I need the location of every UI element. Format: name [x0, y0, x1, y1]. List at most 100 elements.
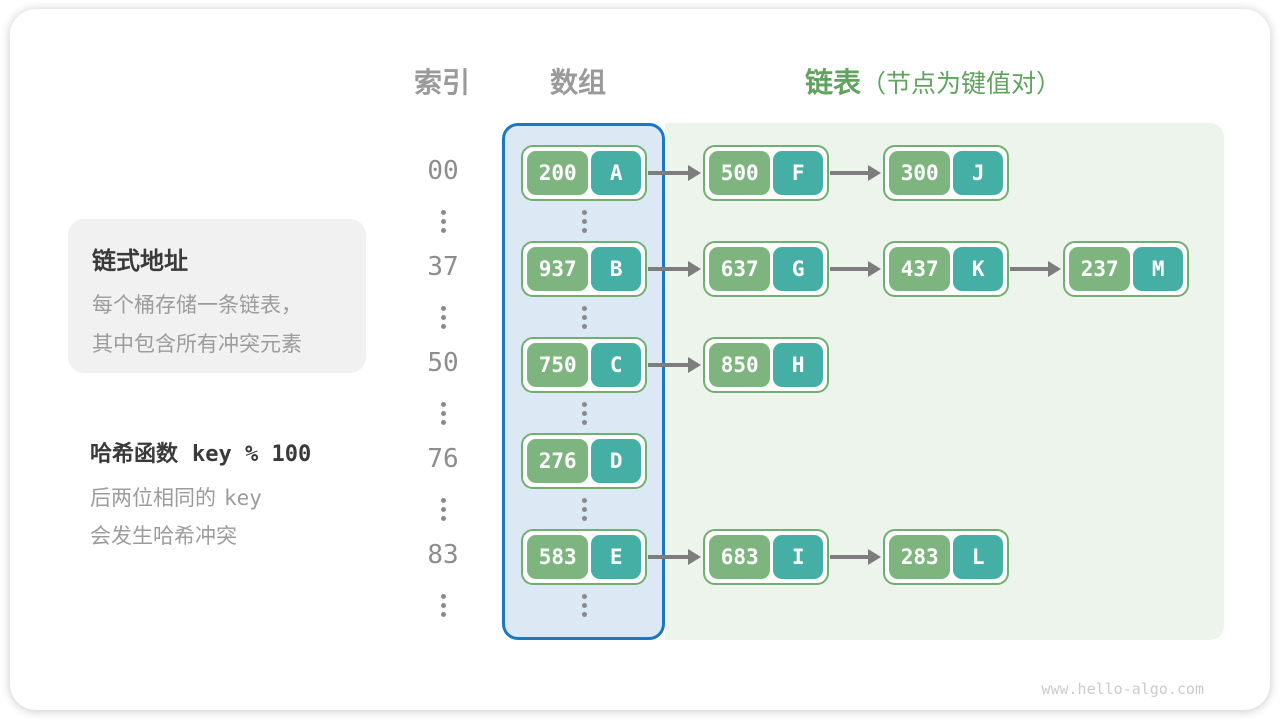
- node-value: E: [591, 535, 641, 579]
- ellipsis-icon: [440, 497, 446, 521]
- node-value: D: [591, 439, 641, 483]
- dot: [440, 419, 446, 425]
- arrow-head-icon: [688, 261, 701, 277]
- ellipsis-icon: [581, 209, 587, 233]
- chain-arrow: [648, 261, 701, 277]
- dot: [440, 209, 446, 215]
- node-key: 683: [709, 535, 771, 579]
- legend-title: 链式地址: [92, 247, 188, 275]
- dot: [440, 410, 446, 416]
- node-key: 276: [527, 439, 589, 483]
- ellipsis-icon: [581, 497, 587, 521]
- arrow-line: [648, 363, 688, 367]
- dot: [581, 410, 587, 416]
- dot: [581, 314, 587, 320]
- legend-description-line1: 每个桶存储一条链表，: [92, 293, 302, 317]
- ellipsis-icon: [440, 401, 446, 425]
- index-column-header: 索引: [413, 66, 470, 99]
- ellipsis-icon: [581, 593, 587, 617]
- watermark: www.hello-algo.com: [1041, 680, 1204, 698]
- node-key: 937: [527, 247, 589, 291]
- diagram-card: 索引 数组 链表（节点为键值对） 链式地址 每个桶存储一条链表， 其中包含所有冲…: [10, 9, 1270, 710]
- arrow-head-icon: [868, 165, 881, 181]
- ellipsis-icon: [440, 209, 446, 233]
- bucket-index-label: 50: [427, 348, 459, 378]
- arrow-head-icon: [688, 549, 701, 565]
- chain-arrow: [830, 549, 881, 565]
- node-value: F: [773, 151, 823, 195]
- dot: [440, 611, 446, 617]
- dot: [581, 506, 587, 512]
- ellipsis-icon: [581, 305, 587, 329]
- node-key: 637: [709, 247, 771, 291]
- hash-function-code: key % 100: [192, 442, 312, 467]
- hash-note: 后两位相同的 key 会发生哈希冲突: [90, 479, 311, 555]
- chain-arrow: [1010, 261, 1061, 277]
- dot: [440, 305, 446, 311]
- dot: [581, 227, 587, 233]
- dot: [581, 305, 587, 311]
- hash-note-line2: 会发生哈希冲突: [90, 524, 237, 548]
- arrow-line: [1010, 267, 1048, 271]
- dot: [440, 515, 446, 521]
- node-value: B: [591, 247, 641, 291]
- bucket-index-label: 00: [427, 156, 459, 186]
- dot: [581, 401, 587, 407]
- arrow-line: [830, 267, 868, 271]
- node-key: 850: [709, 343, 771, 387]
- dot: [581, 209, 587, 215]
- dot: [440, 401, 446, 407]
- node-key: 583: [527, 535, 589, 579]
- chain-arrow: [648, 165, 701, 181]
- dot: [581, 515, 587, 521]
- dot: [440, 227, 446, 233]
- chain-arrow: [648, 549, 701, 565]
- node-value: C: [591, 343, 641, 387]
- arrow-head-icon: [688, 357, 701, 373]
- list-header-label: 链表: [805, 66, 862, 99]
- dot: [440, 497, 446, 503]
- array-column-header: 数组: [549, 66, 606, 99]
- arrow-head-icon: [868, 261, 881, 277]
- arrow-line: [648, 555, 688, 559]
- node-key: 237: [1069, 247, 1131, 291]
- dot: [581, 218, 587, 224]
- legend-box: 链式地址 每个桶存储一条链表， 其中包含所有冲突元素: [68, 219, 366, 373]
- arrow-line: [648, 267, 688, 271]
- arrow-line: [830, 171, 868, 175]
- chain-arrow: [830, 165, 881, 181]
- list-column-header: 链表（节点为键值对）: [805, 61, 1061, 101]
- node-value: I: [773, 535, 823, 579]
- hash-function-line: 哈希函数 key % 100: [90, 439, 311, 471]
- dot: [440, 218, 446, 224]
- legend-description-line2: 其中包含所有冲突元素: [92, 332, 302, 356]
- node-value: H: [773, 343, 823, 387]
- dot: [440, 593, 446, 599]
- hash-note-prefix: 后两位相同的: [90, 486, 216, 510]
- ellipsis-icon: [581, 401, 587, 425]
- chain-arrow: [830, 261, 881, 277]
- node-key: 500: [709, 151, 771, 195]
- chain-arrow: [648, 357, 701, 373]
- legend-description: 每个桶存储一条链表， 其中包含所有冲突元素: [92, 286, 342, 364]
- hash-note-line1: 后两位相同的 key: [90, 479, 311, 517]
- node-key: 750: [527, 343, 589, 387]
- node-value: M: [1133, 247, 1183, 291]
- node-value: G: [773, 247, 823, 291]
- node-value: J: [953, 151, 1003, 195]
- dot: [581, 611, 587, 617]
- arrow-head-icon: [1048, 261, 1061, 277]
- hash-function-label: 哈希函数: [90, 442, 179, 467]
- node-key: 200: [527, 151, 589, 195]
- hash-note-code: key: [224, 486, 262, 510]
- node-key: 300: [889, 151, 951, 195]
